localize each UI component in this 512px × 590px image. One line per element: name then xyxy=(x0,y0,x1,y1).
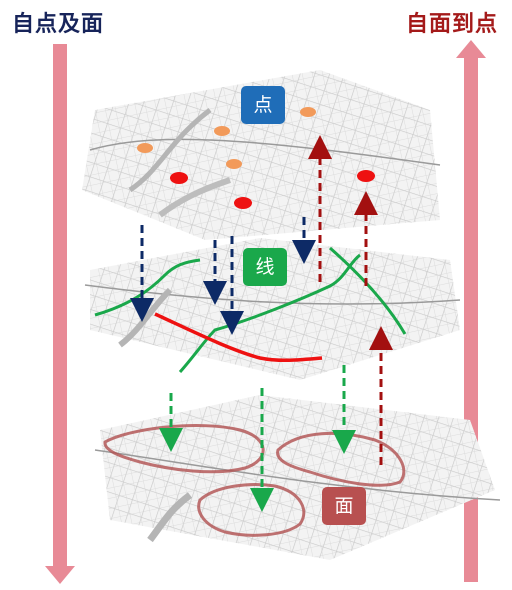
red-point xyxy=(234,197,252,209)
green-line xyxy=(94,258,201,317)
orange-point xyxy=(137,143,153,153)
line-to-area-arrows xyxy=(159,365,356,512)
area-polygon xyxy=(103,424,265,474)
area-layer-map xyxy=(94,395,501,560)
top-down-arrow xyxy=(45,44,75,584)
green-line xyxy=(178,253,361,373)
red-point xyxy=(357,170,375,182)
line-features xyxy=(94,246,407,373)
point-to-line-arrows xyxy=(130,217,316,335)
bottom-up-title: 自面到点 xyxy=(405,12,498,37)
red-line xyxy=(154,312,323,363)
orange-point xyxy=(226,159,242,169)
bottom-up-dashed-arrows xyxy=(308,135,393,465)
point-markers xyxy=(137,107,375,209)
line-layer-label: 线 xyxy=(243,248,287,286)
red-point xyxy=(170,172,188,184)
area-layer-label: 面 xyxy=(322,487,366,525)
orange-point xyxy=(300,107,316,117)
point-layer-label: 点 xyxy=(241,86,285,124)
orange-point xyxy=(214,126,230,136)
green-line xyxy=(329,246,407,335)
point-layer-map xyxy=(82,70,441,240)
top-down-title: 自点及面 xyxy=(12,12,105,37)
area-polygon xyxy=(197,483,306,537)
